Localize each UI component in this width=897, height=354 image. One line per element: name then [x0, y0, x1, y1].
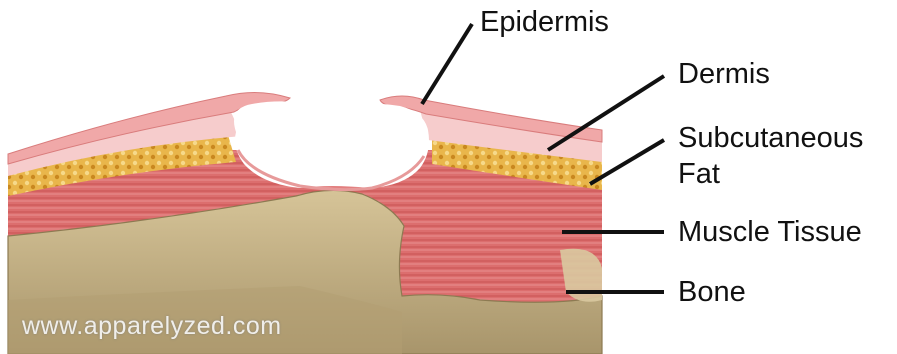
label-bone: Bone — [678, 276, 746, 309]
epidermis-leader-line — [422, 24, 472, 104]
dermis-leader-line — [548, 76, 664, 150]
wound-cavity — [234, 101, 429, 188]
label-fat: Fat — [678, 158, 720, 191]
label-muscle-tissue: Muscle Tissue — [678, 216, 862, 249]
watermark-url: www.apparelyzed.com — [22, 312, 282, 341]
label-epidermis: Epidermis — [480, 6, 609, 39]
label-dermis: Dermis — [678, 58, 770, 91]
label-subcutaneous: Subcutaneous — [678, 122, 863, 155]
